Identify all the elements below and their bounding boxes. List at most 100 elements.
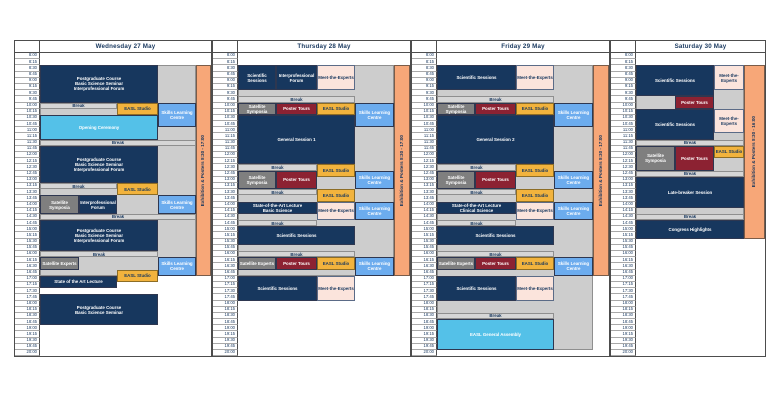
block-break: Break [437, 164, 516, 171]
block-easl-studio: EASL Studio [317, 257, 355, 270]
time-label: 12:30 [213, 164, 238, 171]
block-satellite-symposia: Satellite Symposia [238, 102, 276, 115]
time-label: 18:45 [213, 319, 238, 326]
block-break: Break [437, 312, 554, 320]
time-label: 18:30 [611, 312, 636, 320]
block-break: Break [636, 139, 744, 146]
time-label: 16:00 [15, 251, 40, 258]
time-label: 15:45 [412, 244, 437, 251]
time-label: 15:15 [412, 232, 437, 239]
time-label: 16:00 [412, 251, 437, 258]
time-label: 19:45 [611, 343, 636, 350]
block-poster-tours: Poster Tours [276, 257, 317, 270]
block-easl-studio: EASL Studio [516, 257, 554, 270]
block-poster-tours: Poster Tours [475, 102, 516, 115]
block-skills-learning-centre: Skills Learning Centre [158, 257, 196, 276]
time-label: 18:45 [15, 319, 40, 326]
time-label: 15:30 [611, 238, 636, 245]
time-label: 9:15 [412, 83, 437, 91]
time-label: 11:15 [611, 133, 636, 140]
time-label: 8:30 [412, 65, 437, 72]
time-label: 8:15 [412, 59, 437, 66]
block-break: Break [238, 189, 317, 196]
time-label: 11:15 [15, 133, 40, 140]
time-label: 15:45 [213, 244, 238, 251]
block-scientific-sessions: Scientific Sessions [238, 226, 355, 245]
block-skills-learning-centre: Skills Learning Centre [158, 102, 196, 128]
block-general-session-1: General Session 1 [238, 114, 355, 165]
time-label: 12:45 [213, 170, 238, 177]
block-satellite-experts: Satellite Experts [437, 257, 475, 270]
time-label: 16:15 [213, 257, 238, 264]
block-postgraduate-course-basic-science-seminar-: Postgraduate Course Basic Science Semina… [40, 65, 158, 103]
time-label: 16:45 [15, 269, 40, 276]
time-column-header-cell [412, 41, 437, 53]
time-label: 10:00 [611, 102, 636, 109]
block-break: Break [40, 182, 117, 190]
time-label: 17:45 [412, 294, 437, 301]
time-label: 12:45 [412, 170, 437, 177]
block-break: Break [238, 251, 355, 258]
block-poster-tours: Poster Tours [475, 257, 516, 270]
block-interprofessional-forum: Interprofessional Forum [79, 195, 117, 214]
day-header-thu: Thursday 28 May [238, 41, 410, 53]
time-label: 9:15 [213, 83, 238, 91]
time-label: 18:00 [15, 300, 40, 307]
block-easl-studio: EASL Studio [117, 102, 158, 115]
exhibition-posters-bar: Exhibition & Posters 8:30 - 17:00 [196, 65, 211, 276]
time-label: 19:15 [611, 331, 636, 338]
block-poster-tours: Poster Tours [675, 96, 714, 109]
time-label: 9:15 [611, 83, 636, 91]
time-label: 12:45 [15, 170, 40, 177]
block-meet-the-experts: Meet-the-Experts [317, 275, 355, 301]
time-label: 8:45 [15, 71, 40, 78]
time-label: 10:30 [15, 114, 40, 122]
block-easl-studio: EASL Studio [516, 189, 554, 202]
time-label: 12:15 [611, 158, 636, 165]
time-label: 14:45 [611, 220, 636, 227]
block-postgraduate-course-basic-science-seminar-: Postgraduate Course Basic Science Semina… [40, 145, 158, 183]
time-label: 14:15 [611, 207, 636, 214]
time-label: 15:00 [611, 226, 636, 233]
time-label: 14:45 [412, 220, 437, 227]
time-label: 12:00 [412, 152, 437, 159]
time-label: 12:00 [213, 152, 238, 159]
block-meet-the-experts: Meet-the-Experts [516, 275, 554, 301]
block-easl-studio: EASL Studio [317, 102, 355, 115]
day-header-sat: Saturday 30 May [636, 41, 765, 53]
time-label: 18:15 [213, 306, 238, 313]
time-label: 9:00 [213, 77, 238, 84]
time-label: 10:45 [213, 121, 238, 128]
block-break: Break [437, 220, 516, 227]
time-label: 16:45 [213, 269, 238, 276]
block-poster-tours: Poster Tours [276, 170, 317, 190]
time-label: 11:30 [412, 139, 437, 146]
time-label: 9:15 [15, 83, 40, 91]
time-label: 18:00 [412, 300, 437, 307]
block-break: Break [238, 96, 355, 103]
block-scientific-sessions: Scientific Sessions [238, 275, 317, 301]
time-label: 17:15 [15, 281, 40, 289]
time-label: 18:30 [213, 312, 238, 320]
time-label: 9:00 [15, 77, 40, 84]
time-label: 17:00 [611, 275, 636, 282]
time-label: 8:30 [213, 65, 238, 72]
time-label: 18:00 [611, 300, 636, 307]
block-easl-studio: EASL Studio [516, 102, 554, 115]
time-label: 10:45 [611, 121, 636, 128]
exhibition-posters-bar: Exhibition & Posters 8:30 - 17:00 [394, 65, 410, 276]
time-label: 15:45 [15, 244, 40, 251]
time-label: 17:30 [412, 288, 437, 295]
time-label: 19:30 [213, 337, 238, 344]
block-easl-studio: EASL Studio [117, 182, 158, 196]
day-header-wed: Wednesday 27 May [40, 41, 211, 53]
time-label: 14:30 [412, 213, 437, 221]
block-skills-learning-centre: Skills Learning Centre [158, 195, 196, 214]
block-skills-learning-centre: Skills Learning Centre [355, 102, 394, 128]
time-label: 15:00 [412, 226, 437, 233]
time-label: 13:30 [412, 189, 437, 196]
time-label: 10:15 [15, 108, 40, 115]
time-label: 11:45 [15, 145, 40, 152]
time-label: 8:45 [611, 71, 636, 78]
